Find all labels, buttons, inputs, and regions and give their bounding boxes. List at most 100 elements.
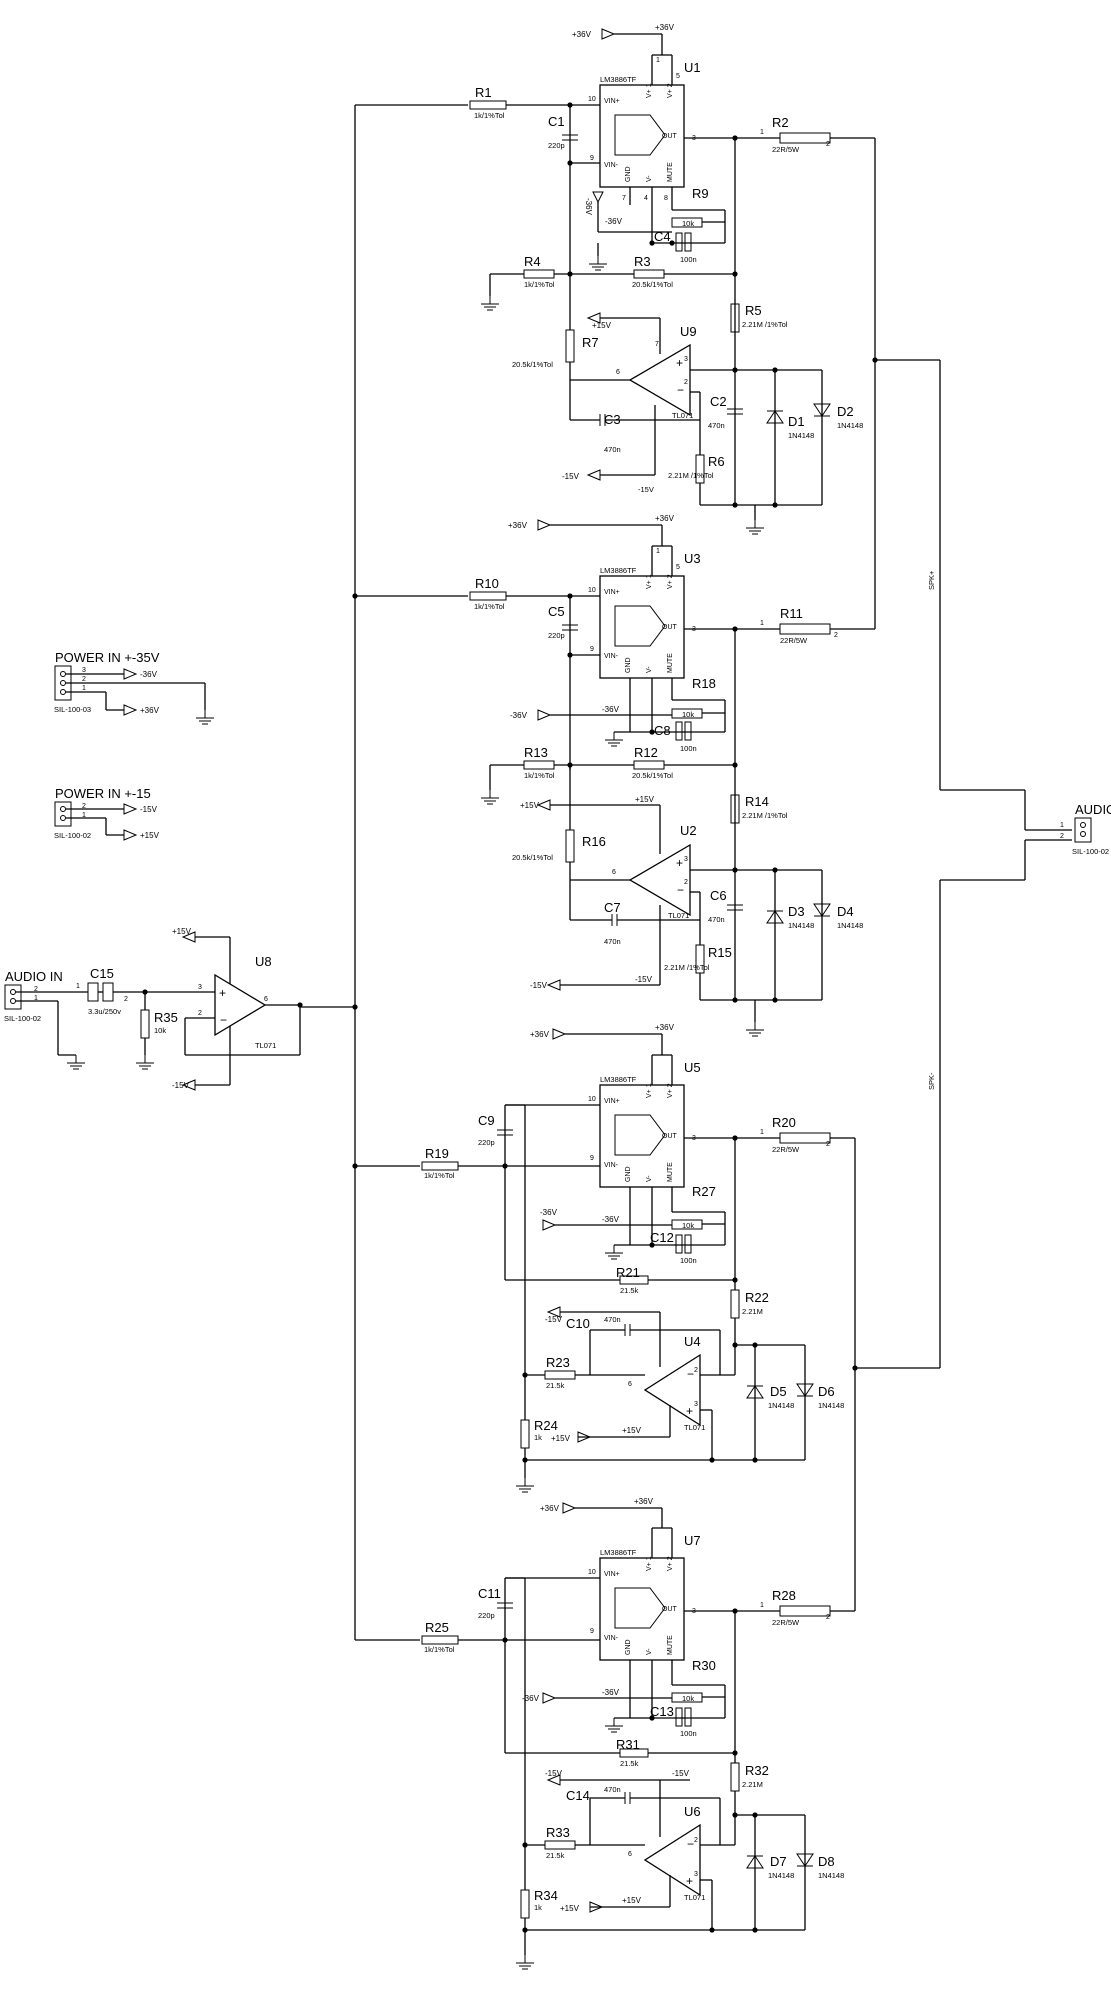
svg-text:+: + xyxy=(686,1874,693,1888)
power-15-pin-2: 2 xyxy=(82,803,86,810)
r33-value: 21.5k xyxy=(546,1851,565,1860)
svg-text:−: − xyxy=(687,1837,694,1851)
d2-value: 1N4148 xyxy=(837,421,863,430)
power-35-pin-1: 1 xyxy=(82,685,86,692)
u3-amp-glyph xyxy=(614,605,666,647)
u6-pin-3: 3 xyxy=(694,1871,698,1878)
r3-symbol xyxy=(633,269,665,279)
input-bus xyxy=(300,104,468,1641)
u6-opamp xyxy=(643,1823,701,1897)
u2-part: TL071 xyxy=(668,911,689,920)
u1-v-plus-1: V+ 1 xyxy=(646,83,653,98)
u8-pin-6: 6 xyxy=(264,996,268,1003)
u1-vin-minus: VIN- xyxy=(604,162,619,169)
u5-amp-glyph xyxy=(614,1114,666,1156)
r30-value: 10k xyxy=(682,1694,694,1703)
power-in-35v-connector: POWER IN +-35V 3 2 1 SIL-100-03 -36V +36… xyxy=(54,650,215,725)
u8-pin-2: 2 xyxy=(198,1010,202,1017)
u1-pin-7: 7 xyxy=(622,195,626,202)
u8-pos-rail: +15V xyxy=(172,927,192,936)
u3-v-minus: V- xyxy=(646,666,653,673)
d3-symbol xyxy=(766,910,784,924)
r13-symbol xyxy=(523,760,555,770)
d7-ref: D7 xyxy=(770,1854,787,1869)
power-in-15v-connector: POWER IN +-15 2 1 SIL-100-02 -15V +15V xyxy=(54,786,160,841)
r25-symbol xyxy=(421,1635,459,1645)
r6-value: 2.21M /1%Tol xyxy=(668,471,714,480)
r10-value: 1k/1%Tol xyxy=(474,602,505,611)
r15-ref: R15 xyxy=(708,945,732,960)
d5-value: 1N4148 xyxy=(768,1401,794,1410)
u1-ref: U1 xyxy=(684,60,701,75)
r19-ref: R19 xyxy=(425,1146,449,1161)
r35-value: 10k xyxy=(154,1026,166,1035)
d7-symbol xyxy=(746,1855,764,1869)
u6-pos-rail: +15V xyxy=(622,1896,642,1905)
u3-part: LM3886TF xyxy=(600,566,637,575)
u9-ref: U9 xyxy=(680,324,697,339)
c2-ref: C2 xyxy=(710,394,727,409)
audio-out-part: SIL-100-02 xyxy=(1072,847,1109,856)
r31-ref: R31 xyxy=(616,1737,640,1752)
d8-ref: D8 xyxy=(818,1854,835,1869)
c10-value: 470n xyxy=(604,1315,621,1324)
u3-gnd: GND xyxy=(625,657,632,673)
u7-pin-10: 10 xyxy=(588,1569,596,1576)
d4-symbol xyxy=(813,903,831,917)
u7-body xyxy=(599,1557,685,1661)
r28-pin-2: 2 xyxy=(826,1614,830,1621)
u3-vin-minus: VIN- xyxy=(604,653,619,660)
r21-ref: R21 xyxy=(616,1265,640,1280)
u7-neg-label: -36V xyxy=(602,1688,620,1697)
r11-value: 22R/5W xyxy=(780,636,808,645)
u3-pin-10: 10 xyxy=(588,587,596,594)
u3-v-plus-2: V+ 2 xyxy=(667,574,674,589)
c7-ref: C7 xyxy=(604,900,621,915)
svg-text:−: − xyxy=(677,883,684,897)
c13-plate-b xyxy=(684,1707,692,1727)
r34-ref: R34 xyxy=(534,1888,558,1903)
c9-value: 220p xyxy=(478,1138,495,1147)
u9-opamp xyxy=(628,343,691,417)
svg-text:+: + xyxy=(676,856,683,870)
c11-ref: C11 xyxy=(478,1586,501,1601)
u7-v-plus-1: V+ 1 xyxy=(646,1556,653,1571)
r27-value: 10k xyxy=(682,1221,694,1230)
u5-ref: U5 xyxy=(684,1060,701,1075)
r1-ref: R1 xyxy=(475,85,492,100)
u3-neg-label: -36V xyxy=(602,705,620,714)
u5-out: OUT xyxy=(662,1133,678,1140)
r25-value: 1k/1%Tol xyxy=(424,1645,455,1654)
r32-ref: R32 xyxy=(745,1763,769,1778)
d4-value: 1N4148 xyxy=(837,921,863,930)
svg-text:−: − xyxy=(677,383,684,397)
u3-supply-rail: +36V xyxy=(655,514,675,523)
r10-symbol xyxy=(469,591,507,601)
r35-ref: R35 xyxy=(154,1010,178,1025)
c14-ref: C14 xyxy=(566,1788,590,1803)
r7-value: 20.5k/1%Tol xyxy=(512,360,553,369)
c15-pin-2: 2 xyxy=(124,996,128,1003)
r12-ref: R12 xyxy=(634,745,658,760)
u5-gnd: GND xyxy=(625,1166,632,1182)
u1-pin-10: 10 xyxy=(588,96,596,103)
c10-ref: C10 xyxy=(566,1316,590,1331)
c8-value: 100n xyxy=(680,744,697,753)
svg-text:−: − xyxy=(687,1367,694,1381)
r35-symbol xyxy=(140,1009,150,1039)
u3-supply-label: +36V xyxy=(508,521,528,530)
u7-part: LM3886TF xyxy=(600,1548,637,1557)
c12-value: 100n xyxy=(680,1256,697,1265)
u5-v-plus-1: V+ 1 xyxy=(646,1083,653,1098)
svg-text:+: + xyxy=(219,986,226,1000)
r32-value: 2.21M xyxy=(742,1780,763,1789)
u7-vin-plus: VIN+ xyxy=(604,1571,620,1578)
power-35-title: POWER IN +-35V xyxy=(55,650,160,665)
r20-pin-2: 2 xyxy=(826,1141,830,1148)
r11-pin-1: 1 xyxy=(760,620,764,627)
r18-value: 10k xyxy=(682,710,694,719)
d6-symbol xyxy=(796,1383,814,1397)
r23-symbol xyxy=(544,1370,576,1380)
u1-gnd: GND xyxy=(625,166,632,182)
r28-ref: R28 xyxy=(772,1588,796,1603)
